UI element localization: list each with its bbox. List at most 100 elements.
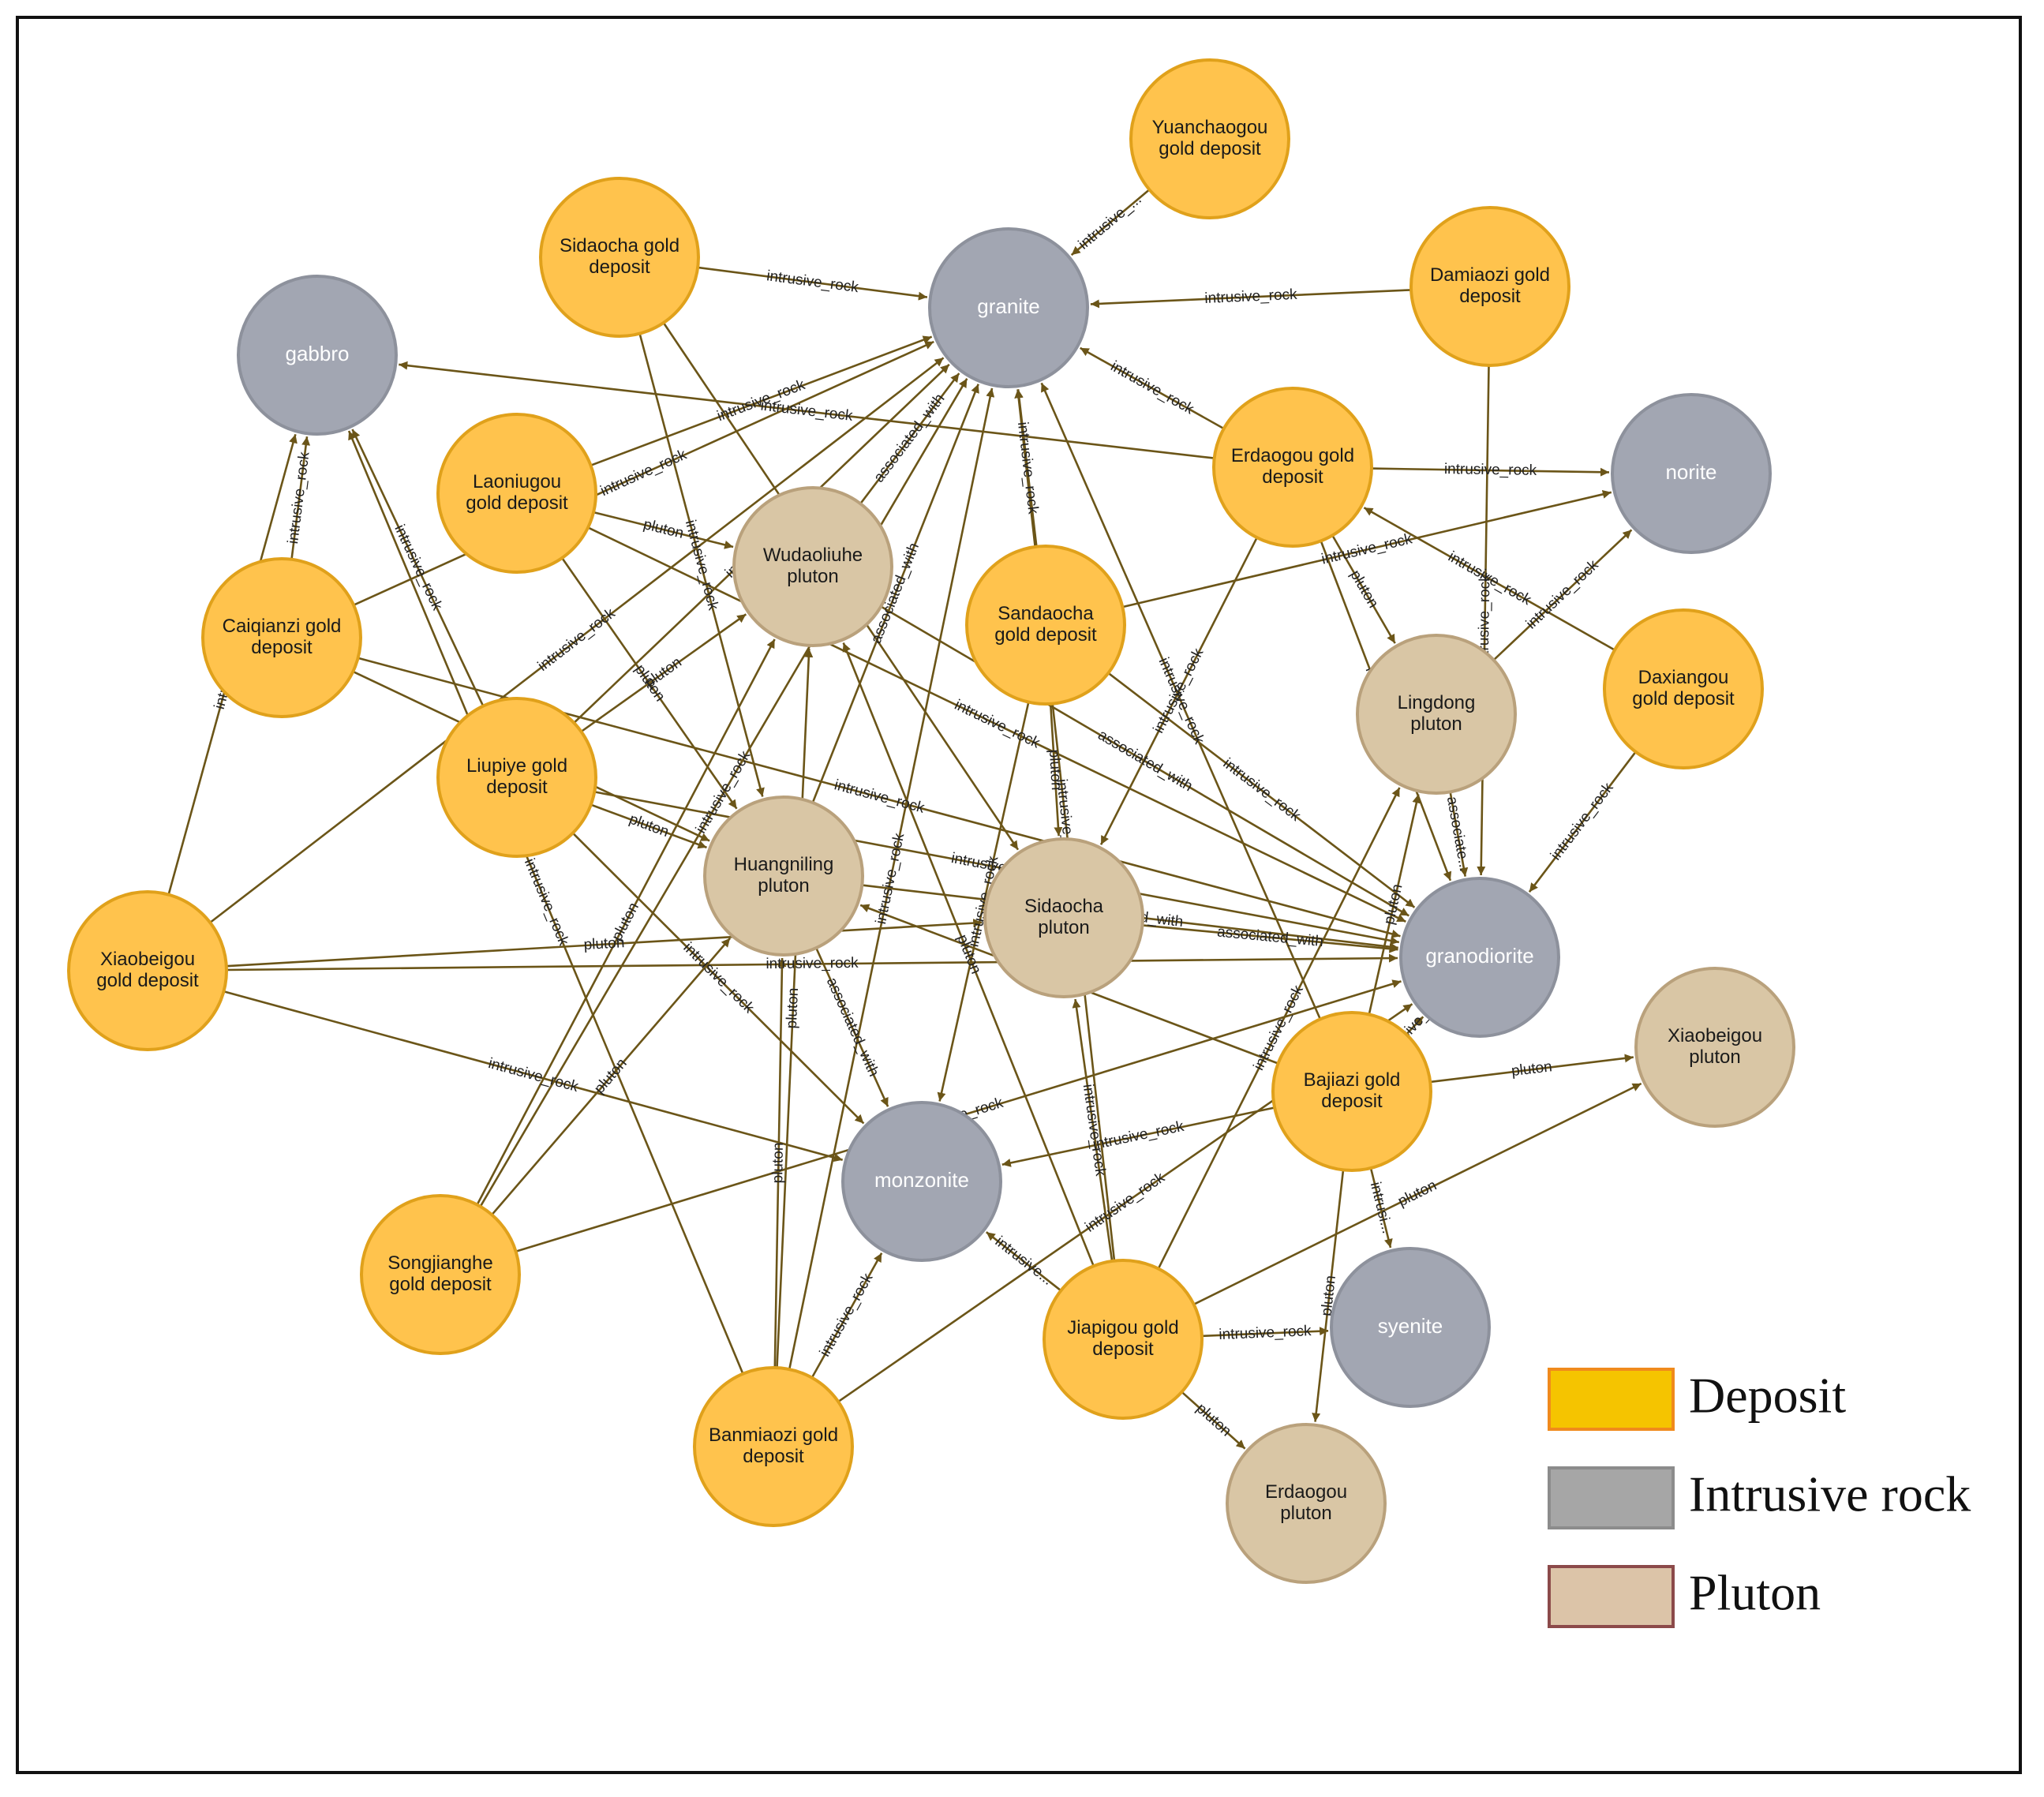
deposit-node-circle[interactable] xyxy=(693,1366,854,1527)
deposit-node-circle[interactable] xyxy=(965,545,1126,706)
node-label: deposit xyxy=(1321,1091,1383,1112)
deposit-node-circle[interactable] xyxy=(1043,1259,1204,1420)
pluton-node-circle[interactable] xyxy=(1226,1423,1387,1584)
edge-jiapigou-xiaobeigou_p xyxy=(1193,1082,1642,1305)
edge-banmiaozi-gabbro xyxy=(347,430,744,1375)
intrusive-node-circle[interactable] xyxy=(237,275,398,436)
pluton-node-circle[interactable] xyxy=(983,837,1144,998)
node-label: Erdaogou xyxy=(1265,1481,1347,1503)
node-granodiorite[interactable]: granodiorite xyxy=(1399,877,1560,1038)
node-label: Yuanchaogou xyxy=(1152,117,1268,138)
edge-label: intrusive_... xyxy=(1076,191,1145,253)
edge-label: pluton xyxy=(583,934,625,953)
edge-bajiazi-monzonite xyxy=(1001,1106,1275,1167)
edge-laoniugou-wudaoliuhe xyxy=(593,511,734,549)
edge-label: intrusive_rock xyxy=(1219,1323,1312,1343)
node-label: monzonite xyxy=(874,1168,969,1192)
deposit-node-circle[interactable] xyxy=(436,413,597,574)
edge-label: associate... xyxy=(1443,796,1473,873)
intrusive-node-circle[interactable] xyxy=(1330,1247,1491,1408)
node-label: Xiaobeigou xyxy=(100,949,195,970)
node-label: Huangniling xyxy=(734,854,834,875)
deposit-node-circle[interactable] xyxy=(201,557,362,718)
deposit-node-circle[interactable] xyxy=(1409,206,1570,367)
edge-banmiaozi-granite xyxy=(788,387,995,1370)
edge-damiaozi-granodiorite xyxy=(1477,365,1490,876)
node-label: gold deposit xyxy=(1159,138,1261,159)
edge-bajiazi-syenite xyxy=(1369,1167,1393,1249)
edge-bajiazi-lingdong xyxy=(1368,794,1421,1015)
edge-laoniugou-granodiorite xyxy=(587,526,1406,923)
edge-erdaogou_d-lingdong xyxy=(1331,534,1396,644)
node-label: Erdaogou gold xyxy=(1231,445,1354,466)
node-label: deposit xyxy=(251,637,313,658)
edge-sandaocha-sidaocha_p xyxy=(1049,703,1063,837)
edge-liupiye-huangniling xyxy=(590,803,707,849)
deposit-node-circle[interactable] xyxy=(360,1194,521,1355)
edge-liupiye-gabbro xyxy=(351,429,485,707)
edge-label: intrusive_rock xyxy=(766,268,859,296)
pluton-node-circle[interactable] xyxy=(1356,634,1517,795)
deposit-node-circle[interactable] xyxy=(1603,608,1764,769)
edge-label: pluton xyxy=(1193,1400,1235,1439)
intrusive-node-circle[interactable] xyxy=(1399,877,1560,1038)
edge-songjianghe-granite xyxy=(479,378,968,1207)
legend-label: Intrusive rock xyxy=(1689,1466,1971,1522)
edge-xiaobeigou_d-monzonite xyxy=(223,990,844,1162)
node-label: Laoniugou xyxy=(473,471,561,492)
node-monzonite[interactable]: monzonite xyxy=(841,1101,1002,1262)
edge-laoniugou-granite xyxy=(590,335,933,466)
pluton-node-circle[interactable] xyxy=(703,796,864,957)
edge-bajiazi-granite xyxy=(1040,382,1322,1020)
deposit-node-circle[interactable] xyxy=(436,697,597,858)
edge-bajiazi-erdaogou_p xyxy=(1312,1170,1345,1422)
node-label: Xiaobeigou xyxy=(1668,1025,1762,1046)
intrusive-node-circle[interactable] xyxy=(928,227,1089,388)
deposit-node-circle[interactable] xyxy=(1212,387,1373,548)
node-label: gold deposit xyxy=(389,1274,492,1295)
node-label: granodiorite xyxy=(1425,944,1533,968)
node-gabbro[interactable]: gabbro xyxy=(237,275,398,436)
deposit-node-circle[interactable] xyxy=(1271,1011,1432,1172)
edge-label: intrusive_rock xyxy=(1204,286,1298,307)
edge-banmiaozi-huangniling xyxy=(773,957,787,1368)
deposit-node-circle[interactable] xyxy=(67,890,228,1051)
intrusive-node-circle[interactable] xyxy=(841,1101,1002,1262)
legend-item-intrusive: Intrusive rock xyxy=(1548,1466,1971,1529)
node-syenite[interactable]: syenite xyxy=(1330,1247,1491,1408)
node-label: Sidaocha xyxy=(1024,896,1104,917)
intrusive-node-circle[interactable] xyxy=(1611,393,1772,554)
node-norite[interactable]: norite xyxy=(1611,393,1772,554)
pluton-node-circle[interactable] xyxy=(1634,967,1795,1128)
deposit-node-circle[interactable] xyxy=(1129,58,1290,219)
edge-label: pluton xyxy=(769,1142,787,1183)
edge-label: pluton xyxy=(1346,567,1381,611)
edge-label: pluton xyxy=(608,900,642,944)
edge-label: pluton xyxy=(627,811,671,841)
node-granite[interactable]: granite xyxy=(928,227,1089,388)
pluton-node-circle[interactable] xyxy=(732,486,893,647)
deposit-node-circle[interactable] xyxy=(539,177,700,338)
legend-swatch-deposit xyxy=(1548,1368,1675,1431)
